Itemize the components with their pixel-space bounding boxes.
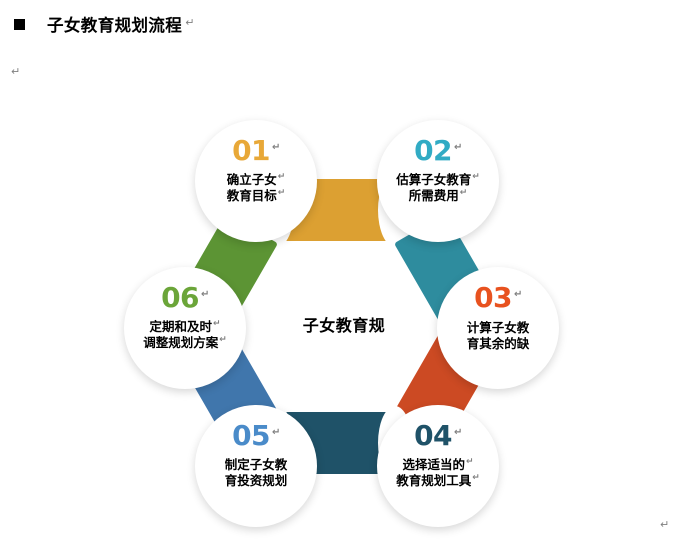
page-title: 子女教育规划流程 [47, 16, 183, 35]
cycle-node-06[interactable]: 06↵ 定期和及时↵ 调整规划方案↵ [124, 267, 246, 389]
cycle-node-01-label: 确立子女↵ 教育目标↵ [226, 171, 286, 203]
paragraph-return-mark: ↵ [219, 334, 227, 345]
cycle-node-04-number: 04↵ [414, 419, 462, 452]
paragraph-return-mark: ↵ [277, 187, 286, 198]
cycle-node-05-number: 05↵ [232, 419, 280, 452]
cycle-node-04[interactable]: 04↵ 选择适当的↵ 教育规划工具↵ [377, 405, 499, 527]
paragraph-return-mark-line2: ↵ [11, 65, 21, 78]
paragraph-return-mark-line3: ↵ [660, 518, 670, 531]
cycle-node-02[interactable]: 02↵ 估算子女教育↵ 所需费用↵ [377, 120, 499, 242]
cycle-node-02-number: 02↵ [414, 134, 462, 167]
cycle-node-05[interactable]: 05↵ 制定子女教 育投资规划 [195, 405, 317, 527]
paragraph-return-mark: ↵ [201, 288, 209, 300]
cycle-node-01[interactable]: 01↵ 确立子女↵ 教育目标↵ [195, 120, 317, 242]
paragraph-return-mark: ↵ [272, 426, 280, 438]
paragraph-return-mark: ↵ [459, 187, 468, 198]
paragraph-return-mark: ↵ [454, 141, 462, 153]
paragraph-return-mark: ↵ [185, 15, 195, 29]
paragraph-return-mark: ↵ [272, 141, 280, 153]
diagram-center-label: 子女教育规 [302, 316, 386, 335]
cycle-diagram: 01↵ 确立子女↵ 教育目标↵ 02↵ 估算子女教育↵ 所需费用↵ 03↵ 计算… [92, 112, 592, 542]
cycle-node-05-label: 制定子女教 育投资规划 [224, 457, 288, 488]
paragraph-return-mark: ↵ [277, 171, 286, 182]
square-bullet-icon [14, 18, 25, 30]
cycle-node-04-label: 选择适当的↵ 教育规划工具↵ [396, 456, 480, 488]
paragraph-return-mark: ↵ [472, 472, 480, 483]
cycle-node-03-number: 03↵ [474, 281, 522, 314]
page-heading: 子女教育规划流程 ↵ [14, 12, 194, 36]
cycle-node-01-number: 01↵ [232, 134, 280, 167]
cycle-node-03-label: 计算子女教 育其余的缺 [466, 320, 530, 351]
paragraph-return-mark: ↵ [472, 171, 480, 182]
cycle-node-02-label: 估算子女教育↵ 所需费用↵ [396, 171, 480, 203]
paragraph-return-mark: ↵ [212, 318, 221, 329]
paragraph-return-mark: ↵ [465, 456, 474, 467]
cycle-node-03[interactable]: 03↵ 计算子女教 育其余的缺 [437, 267, 559, 389]
paragraph-return-mark: ↵ [454, 426, 462, 438]
cycle-node-06-label: 定期和及时↵ 调整规划方案↵ [143, 318, 227, 350]
paragraph-return-mark: ↵ [514, 288, 522, 300]
cycle-node-06-number: 06↵ [161, 281, 209, 314]
